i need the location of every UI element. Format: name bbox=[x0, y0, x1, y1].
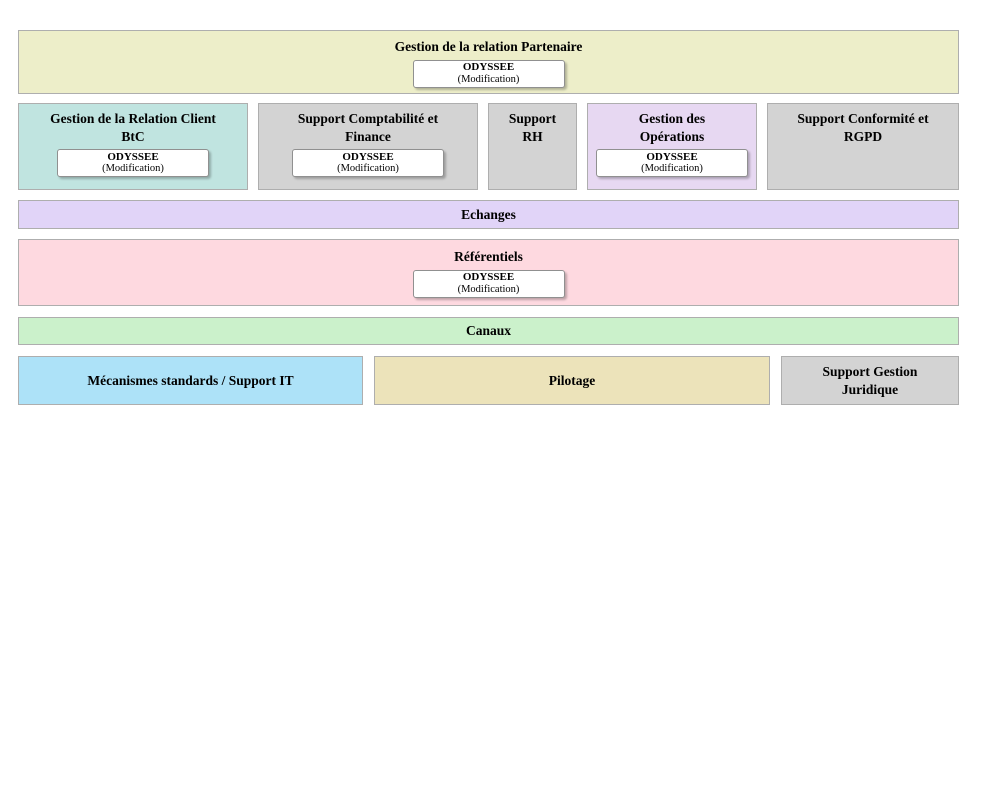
odyssee-app-box[interactable]: ODYSSEE (Modification) bbox=[292, 149, 444, 178]
block-title: Gestion des Opérations bbox=[638, 111, 706, 144]
app-name-label: ODYSSEE bbox=[646, 150, 698, 163]
odyssee-app-box[interactable]: ODYSSEE (Modification) bbox=[412, 269, 565, 298]
app-status-label: (Modification) bbox=[457, 73, 520, 85]
band-title: Canaux bbox=[465, 323, 511, 339]
app-status-label: (Modification) bbox=[337, 163, 399, 175]
block-title: Support Conformité et RGPD bbox=[797, 111, 929, 144]
odyssee-app-box[interactable]: ODYSSEE (Modification) bbox=[412, 59, 565, 88]
block-referentiels: Référentiels ODYSSEE (Modification) bbox=[18, 239, 959, 306]
row-domain-blocks: Gestion de la Relation Client BtC ODYSSE… bbox=[18, 103, 959, 190]
block-gestion-des-operations: Gestion des Opérations ODYSSEE (Modifica… bbox=[587, 103, 757, 190]
band-echanges: Echanges bbox=[18, 200, 959, 229]
architecture-diagram: Gestion de la relation Partenaire ODYSSE… bbox=[0, 0, 977, 405]
block-gestion-relation-client-btc: Gestion de la Relation Client BtC ODYSSE… bbox=[18, 103, 248, 190]
block-title: Support Gestion Juridique bbox=[822, 363, 918, 397]
block-gestion-relation-partenaire: Gestion de la relation Partenaire ODYSSE… bbox=[18, 30, 959, 94]
block-support-rh: Support RH bbox=[488, 103, 577, 190]
odyssee-app-box[interactable]: ODYSSEE (Modification) bbox=[57, 149, 209, 178]
app-status-label: (Modification) bbox=[457, 283, 520, 295]
band-title: Echanges bbox=[461, 206, 516, 222]
app-name-label: ODYSSEE bbox=[462, 271, 515, 284]
band-canaux: Canaux bbox=[18, 317, 959, 345]
app-name-label: ODYSSEE bbox=[462, 61, 515, 74]
block-mecanismes-standards-support-it: Mécanismes standards / Support IT bbox=[18, 356, 363, 405]
block-title: Pilotage bbox=[548, 372, 596, 388]
block-title: Gestion de la Relation Client BtC bbox=[50, 111, 216, 144]
odyssee-app-box[interactable]: ODYSSEE (Modification) bbox=[596, 149, 748, 178]
block-support-gestion-juridique: Support Gestion Juridique bbox=[781, 356, 959, 405]
block-support-comptabilite-finance: Support Comptabilité et Finance ODYSSEE … bbox=[258, 103, 478, 190]
block-title: Référentiels bbox=[454, 249, 523, 264]
app-status-label: (Modification) bbox=[102, 163, 164, 175]
app-name-label: ODYSSEE bbox=[107, 150, 159, 163]
block-title: Support RH bbox=[508, 111, 557, 144]
block-title: Gestion de la relation Partenaire bbox=[394, 39, 583, 54]
block-title: Support Comptabilité et Finance bbox=[297, 111, 439, 144]
app-status-label: (Modification) bbox=[641, 163, 703, 175]
app-name-label: ODYSSEE bbox=[342, 150, 394, 163]
block-support-conformite-rgpd: Support Conformité et RGPD bbox=[767, 103, 959, 190]
row-support-blocks: Mécanismes standards / Support IT Pilota… bbox=[18, 356, 959, 405]
block-title: Mécanismes standards / Support IT bbox=[87, 372, 294, 388]
block-pilotage: Pilotage bbox=[374, 356, 770, 405]
